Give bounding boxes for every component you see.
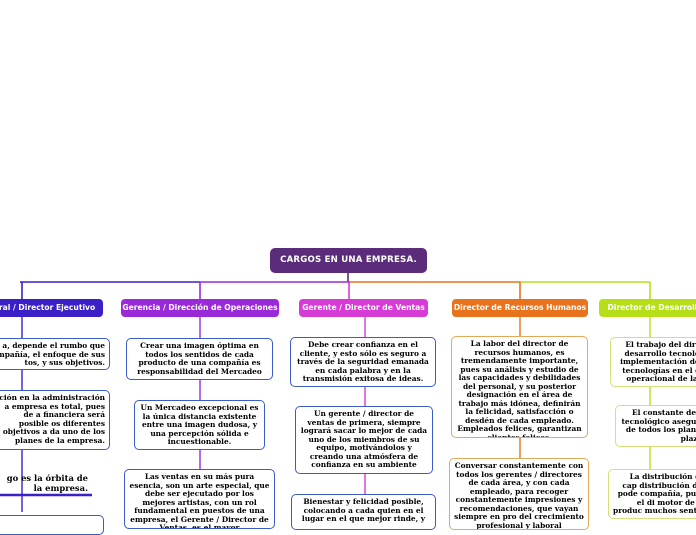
- text-ejecutivo-orbita[interactable]: go es la órbita de la empresa.: [6, 473, 88, 493]
- branch-director-ejecutivo[interactable]: eral / Director Ejecutivo: [0, 299, 103, 317]
- card-ejecutivo-extra[interactable]: [0, 515, 104, 535]
- card-rrhh-labor[interactable]: La labor del director de recursos humano…: [451, 336, 588, 438]
- branch-recursos-humanos[interactable]: Director de Recursos Humanos: [452, 299, 588, 317]
- card-rrhh-conversar[interactable]: Conversar constantemente con todos los g…: [449, 458, 589, 530]
- card-ejecutivo-administracion[interactable]: ción en la administración a empresa es t…: [0, 390, 110, 450]
- branch-direccion-operaciones[interactable]: Gerencia / Dirección de Operaciones: [121, 299, 279, 317]
- card-operaciones-ventas[interactable]: Las ventas en su más pura esencia, son u…: [124, 469, 275, 529]
- card-ventas-equipo[interactable]: Un gerente / director de ventas de prime…: [295, 406, 433, 474]
- card-desarrollo-distribucion[interactable]: La distribución de cap distribución del …: [608, 469, 696, 519]
- card-ejecutivo-rumbo[interactable]: a, depende el rumbo que mpañía, el enfoq…: [0, 338, 110, 370]
- card-ventas-bienestar[interactable]: Bienestar y felicidad posible, colocando…: [291, 494, 436, 530]
- card-operaciones-mercadeo[interactable]: Un Mercadeo excepcional es la única dist…: [134, 400, 265, 450]
- card-desarrollo-constante[interactable]: El constante desa tecnológico asegura de…: [615, 405, 696, 447]
- card-ventas-confianza[interactable]: Debe crear confianza en el cliente, y es…: [290, 337, 436, 387]
- root-node[interactable]: CARGOS EN UNA EMPRESA.: [270, 248, 427, 273]
- branch-director-ventas[interactable]: Gerente / Director de Ventas: [299, 299, 428, 317]
- card-operaciones-imagen[interactable]: Crear una imagen óptima en todos los sen…: [126, 338, 273, 380]
- branch-director-desarrollo[interactable]: Director de Desarrollo: [599, 299, 696, 317]
- card-desarrollo-trabajo[interactable]: El trabajo del direc desarrollo tecnológ…: [610, 337, 696, 387]
